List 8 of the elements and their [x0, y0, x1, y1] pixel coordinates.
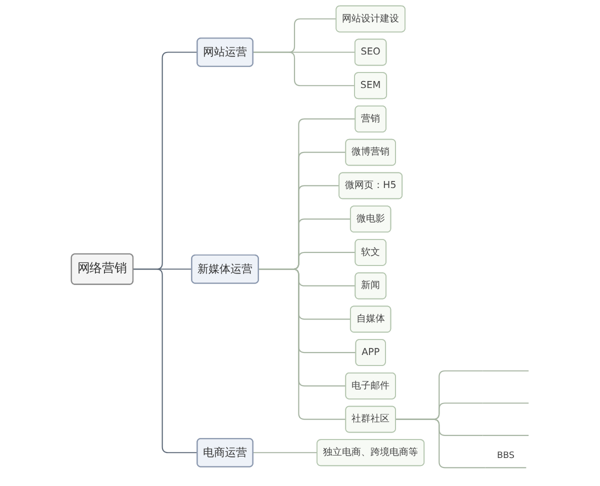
node-line [482, 368, 530, 372]
connector [258, 268, 346, 420]
node-line [482, 401, 530, 404]
connector [132, 268, 198, 454]
connector [252, 452, 318, 454]
connector [252, 52, 355, 86]
connector [396, 418, 486, 468]
node-line [482, 433, 530, 436]
